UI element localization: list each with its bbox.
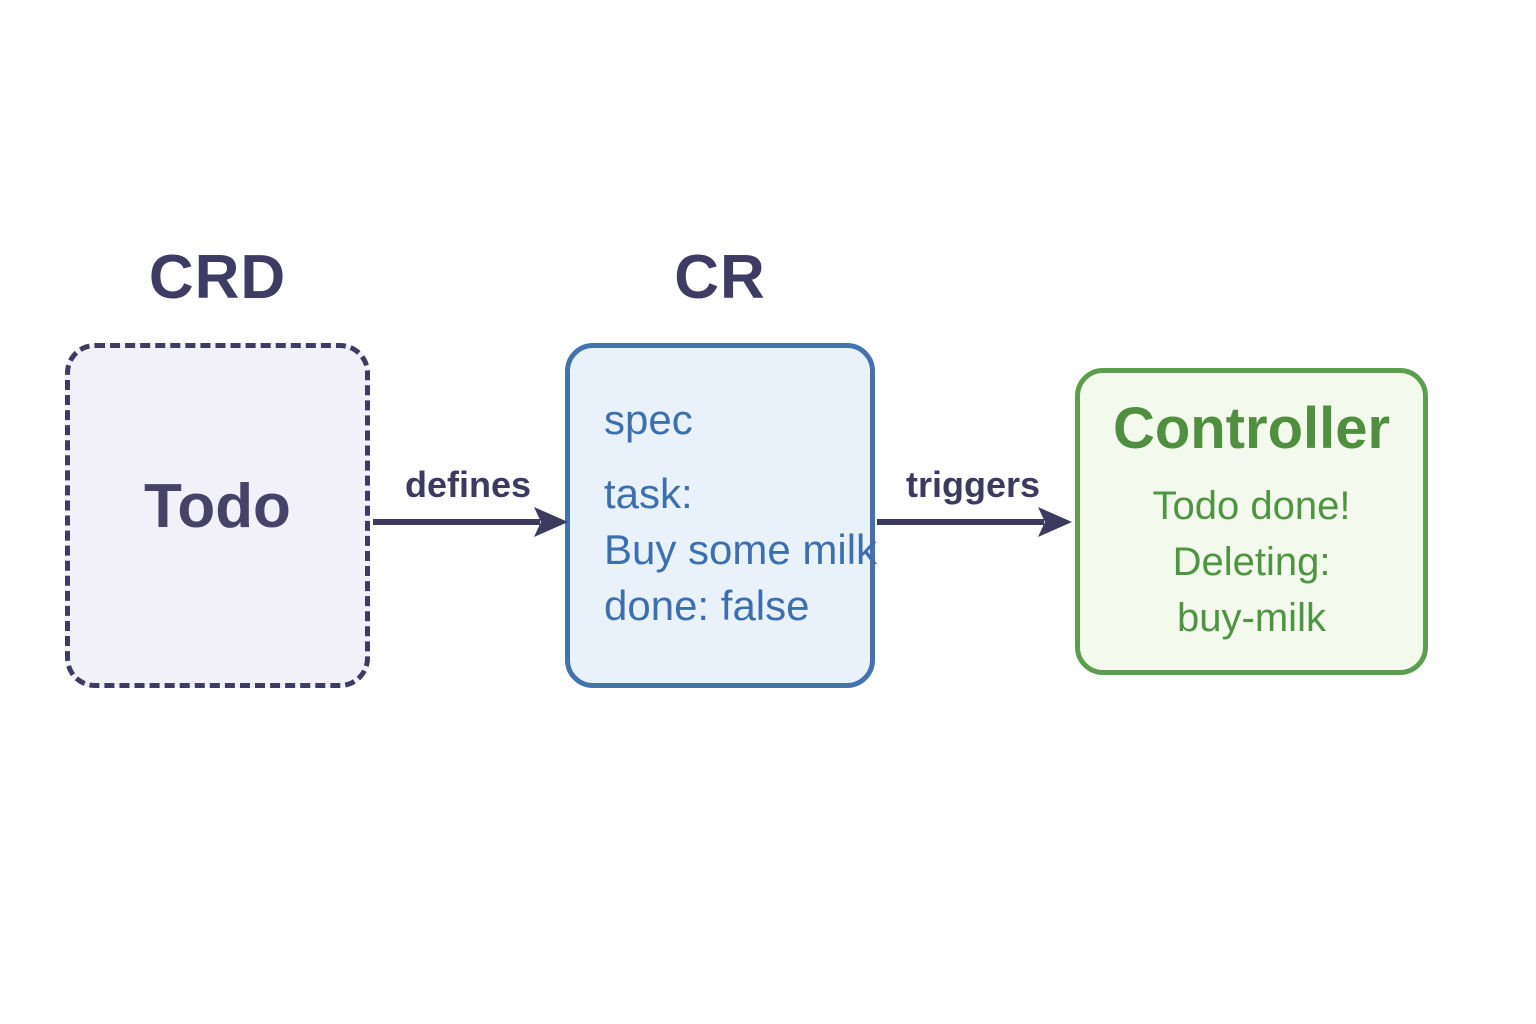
cr-node: spec task: Buy some milk done: false bbox=[565, 343, 878, 688]
cr-task-line: task: bbox=[604, 470, 693, 517]
crd-node-label: Todo bbox=[144, 472, 291, 541]
cr-spec-label: spec bbox=[604, 396, 693, 443]
crd-node: Todo bbox=[65, 343, 370, 688]
cr-task-value-line: Buy some milk bbox=[604, 526, 878, 573]
defines-arrow bbox=[373, 507, 568, 537]
cr-node-title: CR bbox=[674, 243, 766, 312]
triggers-arrow bbox=[877, 507, 1072, 537]
controller-heading: Controller bbox=[1112, 396, 1391, 461]
defines-edge-label: defines bbox=[404, 464, 532, 505]
controller-status-line: Todo done! bbox=[1152, 484, 1351, 528]
controller-deleting-line: Deleting: bbox=[1172, 540, 1331, 584]
triggers-edge-label: triggers bbox=[905, 464, 1041, 505]
controller-node: Controller Todo done! Deleting: buy-milk bbox=[1075, 368, 1428, 675]
crd-node-title: CRD bbox=[148, 243, 287, 312]
cr-done-line: done: false bbox=[604, 582, 810, 629]
controller-target-line: buy-milk bbox=[1177, 596, 1326, 640]
